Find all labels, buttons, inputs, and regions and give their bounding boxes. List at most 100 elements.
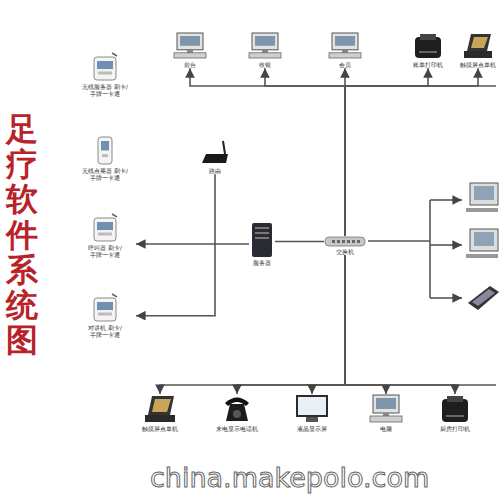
device-icon [249, 222, 275, 258]
antenna [112, 214, 117, 217]
device-label: 无线点菜器 刷卡/手牌一卡通 [74, 167, 136, 181]
monitor [373, 395, 399, 413]
device-node: 交换机 [324, 236, 366, 255]
device-node: 对讲机 刷卡/手牌一卡通 [74, 293, 136, 338]
device-body [98, 137, 112, 164]
device-node: 会员 [328, 32, 362, 68]
monitor [252, 33, 278, 50]
device-icon [200, 140, 230, 166]
pos-base [464, 51, 492, 58]
device-icon [94, 132, 116, 166]
device-node: 厨房打印机 [439, 394, 471, 432]
connector [345, 255, 386, 394]
device-label: 电脑 [379, 425, 393, 432]
right-computer [466, 229, 498, 258]
device-body [94, 57, 116, 80]
switch-port [342, 240, 345, 243]
device-keys [98, 72, 112, 75]
pos-screen [152, 399, 171, 412]
monitor [177, 33, 203, 50]
lcd-screen [298, 397, 326, 415]
device-icon [413, 32, 443, 60]
drive-bay [255, 232, 269, 234]
device-node: 路由 [200, 140, 230, 174]
stand [383, 413, 389, 416]
switch-port [352, 240, 355, 243]
device-label: 液晶显示屏 [296, 425, 328, 432]
switch-port [347, 240, 350, 243]
device-icon [462, 32, 494, 60]
device-label: 前台 [183, 61, 197, 68]
device-label: 交换机 [335, 248, 355, 255]
switch-body [325, 237, 365, 246]
device-icon [440, 394, 470, 424]
device-icon [369, 394, 403, 424]
switch-port [337, 240, 340, 243]
device-label: 路由 [208, 167, 222, 174]
device-body [94, 218, 116, 241]
right-computer [466, 183, 498, 212]
pos-base [145, 415, 175, 422]
screen [180, 36, 200, 46]
device-label: 厨房打印机 [439, 425, 471, 432]
device-label: 触摸屏点单机 [459, 61, 497, 68]
connector [136, 174, 215, 315]
device-node: 呼叫器 刷卡/手牌一卡通 [74, 213, 136, 258]
device-icon [324, 236, 366, 247]
device-label: 无线服务器 刷卡/手牌一卡通 [74, 83, 136, 97]
connector [265, 68, 345, 236]
antenna [112, 294, 117, 297]
stand [187, 50, 193, 53]
device-node: 液晶显示屏 [294, 394, 330, 432]
watermark: china.makepolo.com [150, 462, 429, 493]
device-node: 触摸屏点单机 [459, 32, 497, 68]
switch-port [357, 240, 360, 243]
device-screen [97, 302, 113, 310]
device-node: 电脑 [369, 394, 403, 432]
printer-body [415, 37, 441, 58]
device-node: 触摸屏点单机 [141, 394, 179, 432]
device-icon [248, 32, 282, 60]
handset [225, 398, 249, 407]
stand [262, 50, 268, 53]
antenna [112, 53, 117, 56]
device-node: 收银 [248, 32, 282, 68]
device-icon [90, 213, 120, 243]
keyboard [329, 53, 361, 58]
connector [345, 68, 478, 236]
keyboard [249, 53, 281, 58]
paper-slot [447, 396, 463, 402]
connector [345, 255, 455, 394]
keyboard [174, 53, 206, 58]
device-label: 触摸屏点单机 [141, 425, 179, 432]
connector [190, 68, 345, 236]
device-screen [97, 61, 113, 69]
device-screen [101, 141, 109, 150]
router-body [202, 154, 228, 163]
printer-body [442, 399, 468, 422]
keyboard [370, 416, 402, 422]
pos-screen [471, 37, 488, 48]
device-keys [98, 233, 112, 236]
device-label: 账单打印机 [412, 61, 444, 68]
screen [255, 36, 275, 46]
diagram-title: 足疗软件系统图 [6, 112, 38, 358]
phone-body [226, 404, 248, 421]
device-icon [90, 52, 120, 82]
screen [335, 36, 355, 46]
device-label: 会员 [338, 61, 352, 68]
device-screen [97, 222, 113, 230]
device-node: 无线点菜器 刷卡/手牌一卡通 [74, 132, 136, 181]
device-node: 前台 [173, 32, 207, 68]
device-node: 来电显示电话机 [215, 394, 259, 432]
device-icon [143, 394, 177, 424]
connector [275, 241, 324, 243]
stand [342, 50, 348, 53]
paper-slot [420, 34, 436, 40]
connector [136, 243, 249, 245]
switch-port [332, 240, 335, 243]
right-tablet [468, 286, 499, 310]
device-keys [102, 154, 108, 157]
printer-line [446, 415, 464, 417]
device-icon [294, 394, 330, 424]
